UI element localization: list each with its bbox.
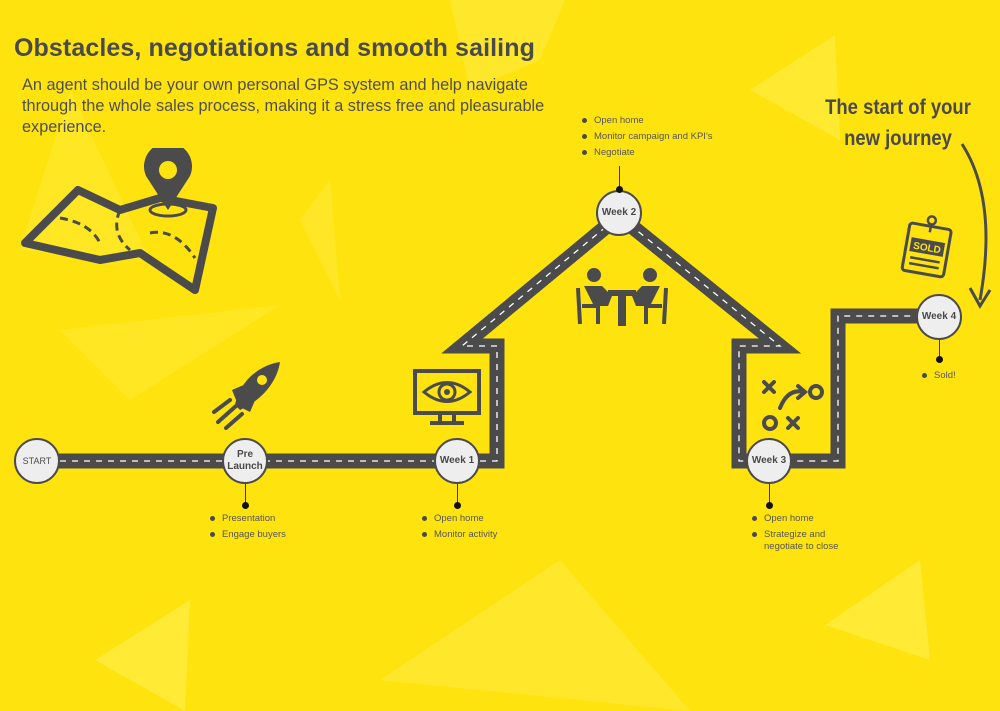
node-week2-label: Week 2 <box>601 207 637 218</box>
week2-bullets: Open home Monitor campaign and KPI's Neg… <box>582 115 713 163</box>
week4-bullets: Sold! <box>922 370 956 386</box>
list-item: Sold! <box>922 370 956 382</box>
node-prelaunch-label-line2: Launch <box>227 461 263 472</box>
node-week4: Week 4 <box>916 294 962 340</box>
curved-arrow-icon <box>960 143 992 309</box>
list-item: Open home <box>752 513 862 525</box>
prelaunch-bullets: Presentation Engage buyers <box>210 513 286 545</box>
node-week1: Week 1 <box>434 438 480 484</box>
strategy-play-icon <box>762 380 824 431</box>
node-week3-label: Week 3 <box>751 455 787 466</box>
list-item: Engage buyers <box>210 529 286 541</box>
list-item: Monitor campaign and KPI's <box>582 131 713 143</box>
page-subtitle: An agent should be your own personal GPS… <box>22 76 545 136</box>
stem-week4 <box>936 340 943 363</box>
list-item: Negotiate <box>582 147 713 159</box>
list-item: Strategize and negotiate to close <box>752 529 862 553</box>
node-start-label: START <box>22 456 52 466</box>
week1-bullets: Open home Monitor activity <box>422 513 497 545</box>
stem-week2 <box>616 166 623 193</box>
meeting-icon <box>576 268 668 326</box>
node-start: START <box>14 438 60 484</box>
tagline-line-2: new journey <box>844 127 952 150</box>
tagline-line-1: The start of your <box>825 96 971 119</box>
week3-bullets: Open home Strategize and negotiate to cl… <box>752 513 862 557</box>
stem-week1 <box>454 484 461 509</box>
node-week4-label: Week 4 <box>921 311 957 322</box>
page-title: Obstacles, negotiations and smooth saili… <box>14 34 535 62</box>
sold-tag-icon: SOLD <box>900 215 953 279</box>
node-week1-label: Week 1 <box>439 455 475 466</box>
node-week2: Week 2 <box>596 190 642 236</box>
list-item: Monitor activity <box>422 529 497 541</box>
stem-week3 <box>766 484 773 509</box>
tagline: The start of your new journey <box>819 92 977 154</box>
monitor-eye-icon <box>413 369 481 425</box>
list-item: Open home <box>422 513 497 525</box>
list-item: Presentation <box>210 513 286 525</box>
node-week3: Week 3 <box>746 438 792 484</box>
sold-tag-text: SOLD <box>912 241 941 257</box>
list-item: Open home <box>582 115 713 127</box>
node-prelaunch: Pre Launch <box>222 438 268 484</box>
stem-prelaunch <box>242 484 249 509</box>
node-prelaunch-label-line1: Pre <box>236 449 254 460</box>
map-pin-icon <box>21 148 217 294</box>
rocket-icon <box>212 362 280 430</box>
